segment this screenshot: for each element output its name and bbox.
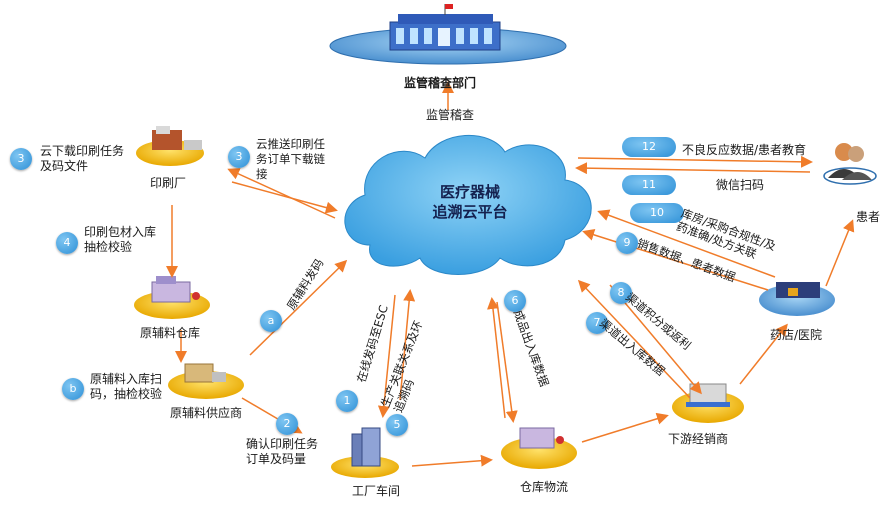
- distributor-icon: [686, 383, 730, 407]
- flow-arrows: [166, 81, 855, 467]
- step-a-badge: a: [260, 310, 282, 332]
- step-6-badge: 6: [504, 290, 526, 312]
- patient-icon: [823, 143, 877, 185]
- logistics-label: 仓库物流: [520, 480, 569, 494]
- raw-supplier-label: 原辅料供应商: [170, 406, 243, 420]
- pharmacy-label: 药店/医院: [770, 328, 823, 342]
- raw-supplier-icon: [184, 363, 226, 383]
- printer-icon: [152, 126, 202, 150]
- regulator-building-icon: [329, 4, 567, 65]
- step-12-badge: 12: [622, 137, 676, 157]
- step-11-badge: 11: [622, 175, 676, 195]
- step-4-badge: 4: [56, 232, 78, 254]
- step-2-label: 确认印刷任务订单及码量: [246, 437, 319, 466]
- step-7-badge: 7: [586, 312, 608, 334]
- cloud-title: 医疗器械 追溯云平台: [410, 182, 530, 222]
- patient-label: 患者: [856, 210, 881, 224]
- step-3-push-label: 云推送印刷任务订单下载链接: [256, 137, 325, 181]
- step-2-badge: 2: [276, 413, 298, 435]
- pharmacy-icon: [776, 282, 820, 298]
- step-3-download-label: 云下载印刷任务及码文件: [40, 144, 125, 173]
- step-b-badge: b: [62, 378, 84, 400]
- step-1-badge: 1: [336, 390, 358, 412]
- step-9-badge: 9: [616, 232, 638, 254]
- printer-label: 印刷厂: [150, 176, 187, 190]
- cloud-title-line1: 医疗器械: [439, 183, 500, 201]
- step-4-label: 印刷包材入库抽检校验: [84, 225, 157, 254]
- step-b-label: 原辅料入库扫码，抽检校验: [90, 372, 163, 401]
- logistics-icon: [519, 427, 564, 449]
- step-3-push-badge: 3: [228, 146, 250, 168]
- step-5-badge: 5: [386, 414, 408, 436]
- step-11-label: 微信扫码: [716, 178, 765, 192]
- raw-warehouse-label: 原辅料仓库: [140, 326, 201, 340]
- step-8-badge: 8: [610, 282, 632, 304]
- step-3-badge: 3: [10, 148, 32, 170]
- regulate-label: 监管稽查: [426, 108, 475, 122]
- cloud-title-line2: 追溯云平台: [432, 203, 508, 221]
- step-10-badge: 10: [630, 203, 684, 223]
- step-12-label: 不良反应数据/患者教育: [682, 143, 807, 157]
- factory-icon: [351, 427, 381, 467]
- distributor-label: 下游经销商: [668, 432, 729, 446]
- regulator-label: 监管稽查部门: [404, 76, 477, 90]
- factory-label: 工厂车间: [352, 484, 401, 498]
- raw-warehouse-icon: [151, 276, 200, 303]
- cloud-platform-shape: [344, 134, 592, 275]
